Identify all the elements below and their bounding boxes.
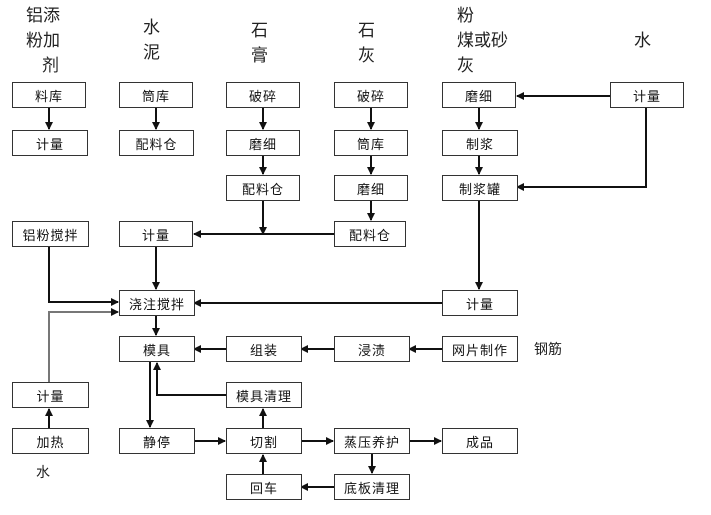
input-label-lime: 石 灰	[358, 19, 375, 69]
edge-water-meter-to-tank	[516, 108, 647, 191]
node-ash-grind: 磨细	[442, 82, 516, 108]
node-cut: 切割	[226, 428, 302, 454]
label-line: 水	[143, 18, 160, 38]
node-mesh: 网片制作	[442, 336, 518, 362]
node-assemble: 组装	[226, 336, 302, 362]
node-label: 网片制作	[451, 343, 508, 359]
node-hot-water-meter: 计量	[12, 382, 89, 408]
label-line: 水	[36, 465, 50, 481]
node-label: 筒库	[141, 89, 170, 105]
node-slurry: 制浆	[442, 130, 518, 156]
node-gypsum-bin: 配料仓	[226, 175, 300, 201]
edge-mold-clean-to-mold	[153, 362, 226, 396]
edge-al-mix-to-pour-mix	[48, 247, 119, 306]
node-label: 磨细	[464, 89, 493, 105]
node-label: 成品	[465, 435, 494, 451]
node-al-store: 料库	[12, 82, 86, 108]
node-label: 筒库	[356, 137, 385, 153]
node-label: 配料仓	[241, 182, 284, 198]
node-al-mix: 铝粉搅拌	[12, 221, 89, 247]
label-line: 水	[634, 31, 651, 51]
node-label: 破碎	[356, 89, 385, 105]
node-slurry-meter: 计量	[442, 290, 518, 316]
node-label: 破碎	[248, 89, 277, 105]
label-line: 石	[251, 21, 268, 41]
node-label: 计量	[141, 228, 170, 244]
input-label-aluminum-additive: 铝添 粉加 剂	[26, 4, 60, 79]
node-label: 计量	[465, 297, 494, 313]
node-label: 制浆	[465, 137, 494, 153]
node-label: 回车	[249, 481, 278, 497]
node-lime-bin: 配料仓	[334, 221, 406, 247]
label-line: 钢筋	[534, 342, 562, 358]
node-water-meter: 计量	[610, 82, 684, 108]
node-label: 浸渍	[357, 343, 386, 359]
node-mold: 模具	[119, 336, 195, 362]
node-gypsum-crush: 破碎	[226, 82, 300, 108]
label-line: 石	[358, 21, 375, 41]
label-line: 灰	[358, 46, 375, 66]
node-label: 浇注搅拌	[128, 297, 185, 313]
input-label-water-bottom: 水	[36, 461, 50, 486]
node-plate-clean: 底板清理	[334, 474, 410, 500]
input-label-gypsum: 石 膏	[251, 19, 268, 69]
node-label: 模具	[142, 343, 171, 359]
node-product: 成品	[442, 428, 518, 454]
node-rest: 静停	[119, 428, 195, 454]
node-slurry-tank: 制浆罐	[442, 175, 518, 201]
label-line: 粉	[457, 6, 474, 26]
node-label: 铝粉搅拌	[22, 228, 79, 244]
node-label: 磨细	[248, 137, 277, 153]
node-label: 组装	[249, 343, 278, 359]
node-label: 磨细	[356, 182, 385, 198]
node-label: 料库	[34, 89, 63, 105]
label-line: 铝添	[26, 6, 60, 26]
node-label: 蒸压养护	[343, 435, 400, 451]
label-line: 粉加	[26, 31, 60, 51]
node-label: 加热	[36, 435, 65, 451]
node-mold-clean: 模具清理	[226, 382, 302, 408]
node-label: 切割	[249, 435, 278, 451]
input-label-water-top: 水	[634, 29, 651, 54]
node-label: 模具清理	[235, 389, 292, 405]
node-label: 制浆罐	[458, 182, 501, 198]
node-label: 计量	[632, 89, 661, 105]
node-autoclave: 蒸压养护	[334, 428, 410, 454]
node-label: 计量	[35, 137, 64, 153]
node-label: 配料仓	[135, 137, 178, 153]
node-label: 配料仓	[348, 228, 391, 244]
node-label: 计量	[36, 389, 65, 405]
label-line: 膏	[251, 46, 268, 66]
node-label: 静停	[142, 435, 171, 451]
node-heat: 加热	[12, 428, 89, 454]
node-lime-silo: 筒库	[334, 130, 408, 156]
edge-hot-meter-to-pour-mix	[48, 308, 119, 382]
node-lime-grind: 磨细	[334, 175, 408, 201]
node-lime-crush: 破碎	[334, 82, 408, 108]
label-line: 剂	[42, 56, 59, 76]
input-label-flyash-sand: 粉 煤或砂 灰	[457, 4, 508, 79]
node-dip: 浸渍	[334, 336, 410, 362]
node-cement-silo: 筒库	[119, 82, 193, 108]
node-label: 底板清理	[343, 481, 400, 497]
node-return-cart: 回车	[226, 474, 302, 500]
label-line: 灰	[457, 56, 474, 76]
node-main-meter: 计量	[119, 221, 193, 247]
node-pour-mix: 浇注搅拌	[119, 290, 195, 316]
node-al-meter: 计量	[12, 130, 88, 156]
node-gypsum-grind: 磨细	[226, 130, 300, 156]
input-label-steel: 钢筋	[534, 338, 562, 363]
input-label-cement: 水 泥	[143, 16, 160, 66]
label-line: 煤或砂	[457, 31, 508, 51]
label-line: 泥	[143, 43, 160, 63]
node-cement-bin: 配料仓	[119, 130, 194, 156]
